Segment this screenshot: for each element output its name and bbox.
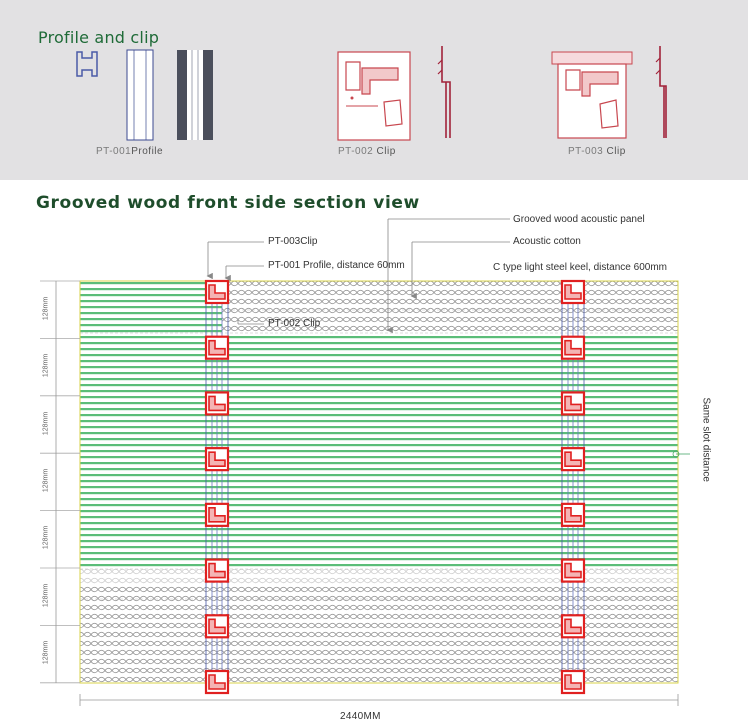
clip-left-2: [204, 335, 230, 360]
section-title: Grooved wood front side section view: [36, 193, 420, 213]
clip-left-6: [204, 558, 230, 583]
acoustic-cotton-top: [222, 281, 678, 333]
clip-right-4: [560, 447, 586, 472]
clip-left-5: [204, 502, 230, 527]
pt-001-label: PT-001Profile: [96, 146, 163, 157]
clip-right-7: [560, 614, 586, 639]
section-view: [79, 280, 679, 684]
callout-panel: Grooved wood acoustic panel: [513, 214, 645, 225]
clip-right-5: [560, 502, 586, 527]
pt-002-code: PT-002: [338, 146, 374, 157]
pt-001-name: Profile: [131, 146, 164, 157]
pt-002-name: Clip: [376, 146, 396, 157]
pt-003-code: PT-003: [568, 146, 604, 157]
row-height-label: 128mm: [42, 526, 50, 550]
row-height-label: 128mm: [42, 411, 50, 435]
clip-right-6: [560, 558, 586, 583]
clip-left-4: [204, 447, 230, 472]
header-title: Profile and clip: [38, 28, 160, 47]
callout-cotton: Acoustic cotton: [513, 236, 581, 247]
clip-right-8: [560, 669, 586, 695]
width-dimension-line: [79, 694, 679, 706]
callout-pt002: PT-002 Clip: [268, 318, 321, 329]
clips-right-column: [560, 279, 586, 695]
clips-left-column: [204, 279, 230, 695]
pt-003-clip-drawing: [551, 46, 667, 139]
pt-003-label: PT-003 Clip: [568, 146, 626, 157]
total-width-label: 2440MM: [340, 711, 381, 722]
callout-keel: C type light steel keel, distance 600mm: [493, 262, 667, 273]
clip-left-3: [204, 391, 230, 416]
row-height-label: 128mm: [42, 640, 50, 665]
pt-003-name: Clip: [606, 146, 626, 157]
same-slot-distance-label: Same slot distance: [700, 397, 712, 483]
wood-panel-left-top: [80, 281, 222, 333]
row-height-label: 128mm: [42, 583, 50, 607]
acoustic-cotton-bottom: [80, 569, 678, 683]
callout-pt003: PT-003Clip: [268, 236, 318, 247]
row-dimension-ticks: [40, 280, 80, 684]
pt-001-profile-drawing: [76, 49, 213, 141]
grooved-wood-panel: [80, 333, 678, 569]
clip-left-7: [204, 614, 230, 639]
clip-left-1: [204, 279, 230, 305]
row-height-label: 128mm: [42, 296, 50, 320]
clip-right-2: [560, 335, 586, 360]
pt-002-label: PT-002 Clip: [338, 146, 396, 157]
row-height-label: 128mm: [42, 353, 50, 378]
callout-pt001: PT-001 Profile, distance 60mm: [268, 260, 405, 271]
clip-right-1: [560, 279, 586, 305]
clip-right-3: [560, 391, 586, 416]
pt-001-code: PT-001: [96, 146, 132, 157]
clip-left-8: [204, 669, 230, 695]
pt-002-clip-drawing: [337, 46, 451, 141]
row-height-label: 128mm: [42, 468, 50, 493]
callout-leaders: [208, 218, 690, 458]
